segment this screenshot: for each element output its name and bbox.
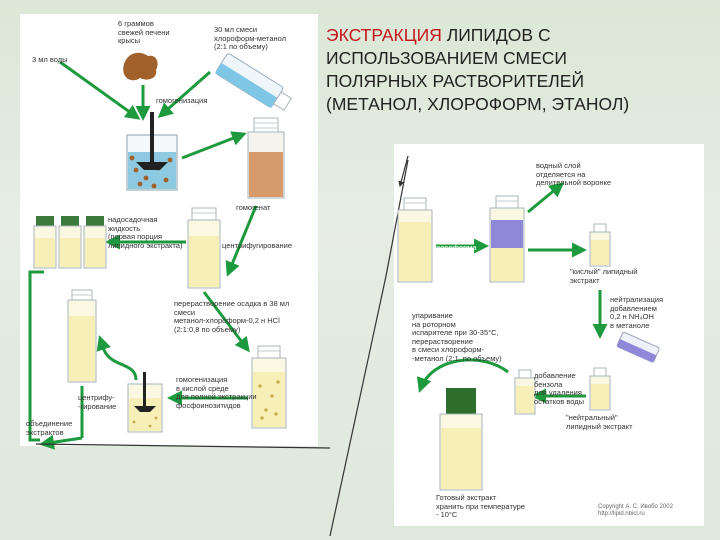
centrifuge2-label: центрифу- -гирование	[78, 393, 117, 411]
water-label: 3 мл воды	[32, 55, 68, 64]
acid-extract-label: "кислый" липидный экстракт	[570, 267, 638, 285]
homogenization-label: гомогенизация	[156, 96, 208, 105]
benzene-vial-icon	[514, 369, 536, 415]
title-line3: ПОЛЯРНЫХ РАСТВОРИТЕЛЕЙ	[326, 71, 585, 91]
supernatant-label: надосадочная жидкость (первая порция лип…	[108, 215, 183, 250]
centrifuge-tube-2-icon	[67, 289, 97, 383]
redissolve-label: перерастворение осадка в 38 мл смеси мет…	[174, 299, 290, 334]
centrifuge-tube-icon	[187, 207, 221, 289]
title-highlight: ЭКСТРАКЦИЯ	[326, 25, 442, 45]
liver-label: 6 граммов свежей печени крысы	[118, 19, 170, 45]
redissolve-bottle-icon	[251, 345, 287, 429]
solvent-bottle-icon	[215, 53, 293, 111]
centrifugation-label: центрифугирование	[222, 241, 292, 250]
benzene-label: добавление бензола для удаления остатков…	[534, 371, 584, 406]
extract-bottle-icon	[397, 197, 433, 283]
evaporation-label: упаривание на роторном испарителе при 30…	[412, 311, 502, 363]
title-line2: ИСПОЛЬЗОВАНИЕМ СМЕСИ	[326, 48, 567, 68]
acid-extract-vial-icon	[589, 223, 611, 267]
water-layer-label: водный слой отделяется на делительной во…	[536, 161, 612, 187]
ammonia-bottle-icon	[616, 331, 660, 363]
neutralization-label: нейтрализация добавлением 0,2 н NH₄OH в …	[610, 295, 664, 330]
homogenate-label: гомогенат	[236, 203, 271, 212]
beaker-icon	[126, 112, 178, 191]
copyright-label: Copyright А. С. Ивобо 2002 http://lipid.…	[598, 504, 673, 517]
title-line4: (МЕТАНОЛ, ХЛОРОФОРМ, ЭТАНОЛ)	[326, 94, 630, 114]
homogenate-bottle-icon	[247, 117, 285, 199]
combine-label: объединение экстрактов	[26, 419, 73, 437]
page-title: ЭКСТРАКЦИЯ ЛИПИДОВ С ИСПОЛЬЗОВАНИЕМ СМЕС…	[326, 24, 706, 116]
final-label: Готовый экстракт хранить при температуре…	[436, 493, 525, 519]
acid-beaker-icon	[127, 372, 163, 433]
liver-icon	[123, 52, 158, 81]
solvent-label: 30 мл смеси хлороформ-метанол (2:1 по об…	[214, 25, 287, 51]
final-extract-bottle-icon	[439, 388, 483, 491]
supernatant-vials-icon	[33, 216, 107, 269]
add-label: + 20 мл воды воды + 20 мл хлороформа	[432, 209, 479, 252]
title-line1: ЛИПИДОВ С	[441, 25, 551, 45]
neutral-extract-label: "нейтральный" липидный экстракт	[566, 413, 633, 431]
acid-homog-label: гомогенизация в кислой среде для полной …	[176, 375, 257, 410]
separation-bottle-icon	[489, 195, 525, 283]
neutral-extract-vial-icon	[589, 367, 611, 411]
